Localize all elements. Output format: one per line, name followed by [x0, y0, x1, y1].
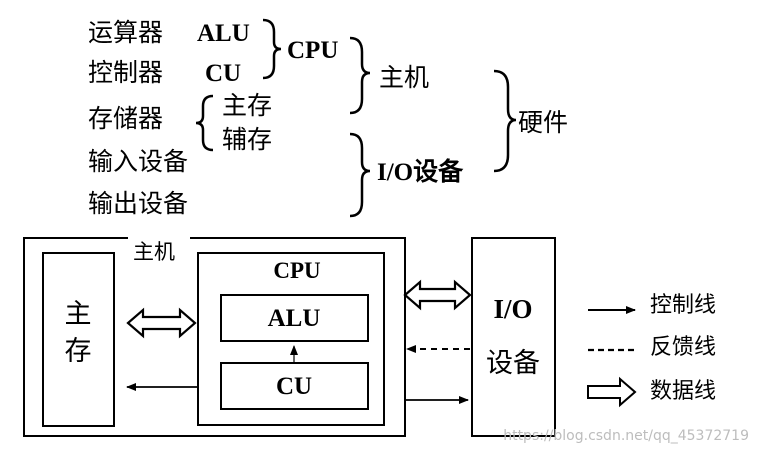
- main-memory-box: [42, 252, 115, 427]
- tree-host: 主机: [379, 63, 429, 92]
- io-label-2: 设备: [486, 348, 540, 379]
- brace-io: [349, 132, 371, 218]
- cu-label: CU: [276, 373, 312, 400]
- legend-data-sample: [587, 376, 637, 408]
- tree-aux-memory: 辅存: [222, 125, 272, 154]
- io-label-1: I/O: [493, 294, 532, 324]
- tree-main-memory: 主存: [222, 91, 272, 120]
- host-io-data-arrow: [403, 279, 472, 311]
- tree-output-device: 输出设备: [88, 189, 188, 218]
- watermark-text: https://blog.csdn.net/qq_45372719: [503, 428, 749, 444]
- main-memory-label-2: 存: [65, 336, 92, 367]
- alu-label: ALU: [268, 305, 321, 332]
- tree-io-device: I/O设备: [377, 158, 464, 186]
- tree-cu-en: CU: [205, 60, 241, 87]
- brace-host: [349, 36, 371, 115]
- memory-cpu-data-arrow: [126, 307, 197, 339]
- host-box: [23, 237, 406, 437]
- cpu-box: [197, 252, 385, 426]
- host-label-bg: [128, 232, 190, 246]
- tree-alu-en: ALU: [197, 20, 250, 47]
- legend-feedback-label: 反馈线: [650, 335, 716, 360]
- cu-box: [220, 362, 369, 410]
- brace-cpu: [262, 18, 282, 80]
- tree-hardware: 硬件: [518, 108, 568, 137]
- tree-cu-cn: 控制器: [88, 58, 163, 87]
- io-box: [471, 237, 556, 437]
- tree-input-device: 输入设备: [88, 147, 188, 176]
- tree-cpu: CPU: [287, 37, 338, 64]
- brace-hardware: [493, 69, 517, 173]
- main-memory-label-1: 主: [65, 299, 92, 330]
- cpu-label: CPU: [273, 258, 321, 283]
- legend-control-label: 控制线: [650, 293, 716, 318]
- tree-alu-cn: 运算器: [88, 18, 163, 47]
- legend-data-label: 数据线: [650, 379, 716, 404]
- brace-storage: [195, 94, 214, 152]
- tree-storage: 存储器: [88, 104, 163, 133]
- host-label: 主机: [133, 240, 175, 264]
- alu-box: [220, 294, 369, 342]
